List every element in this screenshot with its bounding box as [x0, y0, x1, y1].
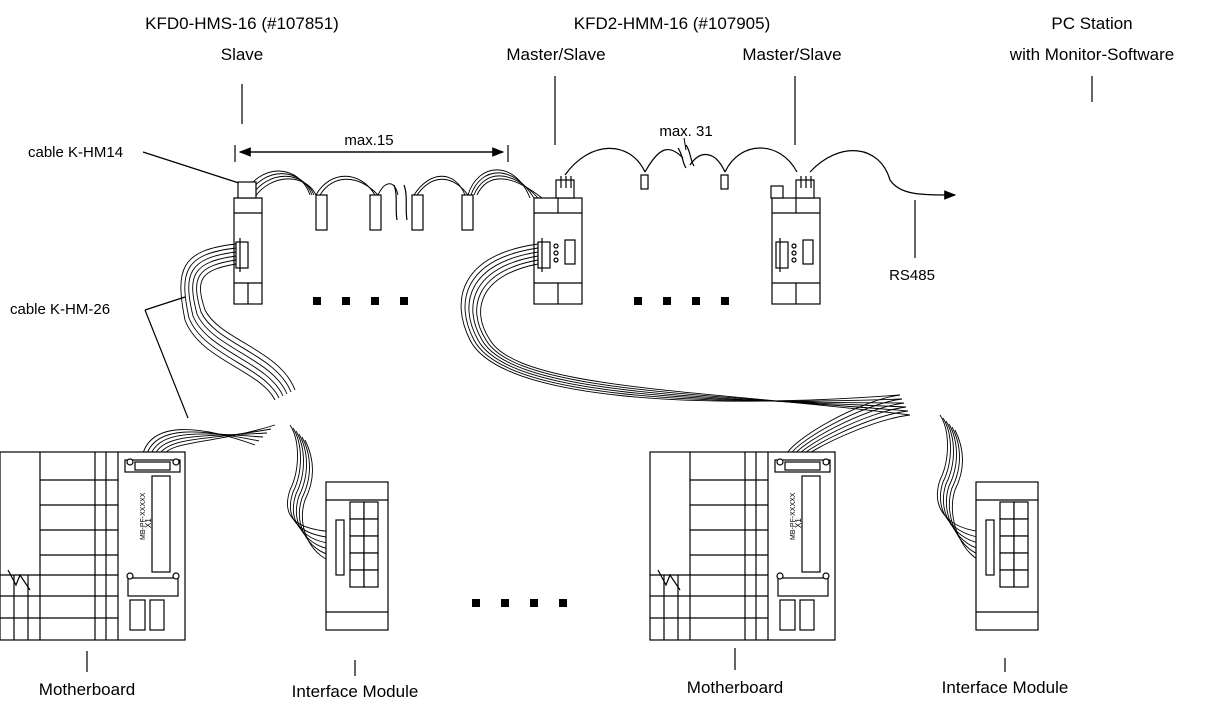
board-code-1: MB-PF-XXXXX: [140, 492, 147, 540]
cable-hm14-label: cable K-HM14: [28, 143, 123, 163]
ribbon-connectors: [316, 195, 473, 230]
master-model-label: KFD2-HMM-16 (#107905): [574, 14, 771, 34]
slave-ribbon-cable: [242, 170, 542, 220]
pc-station-sublabel: with Monitor-Software: [1010, 45, 1174, 65]
slave-module: [234, 182, 262, 304]
cable-hm26-leader: [145, 297, 188, 418]
master-role-label-1: Master/Slave: [506, 45, 605, 65]
motherboard-label-1: Motherboard: [39, 680, 135, 700]
master-module-2: [771, 176, 820, 304]
motherboard-1: [0, 452, 185, 640]
bottom-leader-lines: [87, 648, 1005, 676]
board-conn-2: X1: [794, 518, 803, 528]
interface-module-label-1: Interface Module: [292, 682, 419, 702]
interface-module-1: [326, 482, 388, 630]
interface-module-label-2: Interface Module: [942, 678, 1069, 698]
rs485-bus: [565, 145, 955, 195]
board-code-2: MB-PF-XXXXX: [790, 492, 797, 540]
slave-role-label: Slave: [221, 45, 264, 65]
master-module-1: [534, 176, 582, 304]
master-role-label-2: Master/Slave: [742, 45, 841, 65]
rs485-label: RS485: [889, 266, 935, 286]
motherboard-2: [650, 452, 835, 640]
slave-model-label: KFD0-HMS-16 (#107851): [145, 14, 339, 34]
max31-label: max. 31: [659, 122, 712, 142]
max15-label: max.15: [344, 131, 393, 151]
pc-station-label: PC Station: [1051, 14, 1132, 34]
ribbon-slave-to-motherboard: [142, 244, 295, 457]
cable-hm14-leader: [143, 152, 245, 185]
ribbon-master-to-motherboard: [461, 244, 910, 457]
interface-module-2: [976, 482, 1038, 630]
board-conn-1: X1: [144, 518, 153, 528]
bus-terminals: [641, 175, 728, 189]
motherboard-label-2: Motherboard: [687, 678, 783, 698]
cable-hm26-label: cable K-HM-26: [10, 300, 110, 320]
